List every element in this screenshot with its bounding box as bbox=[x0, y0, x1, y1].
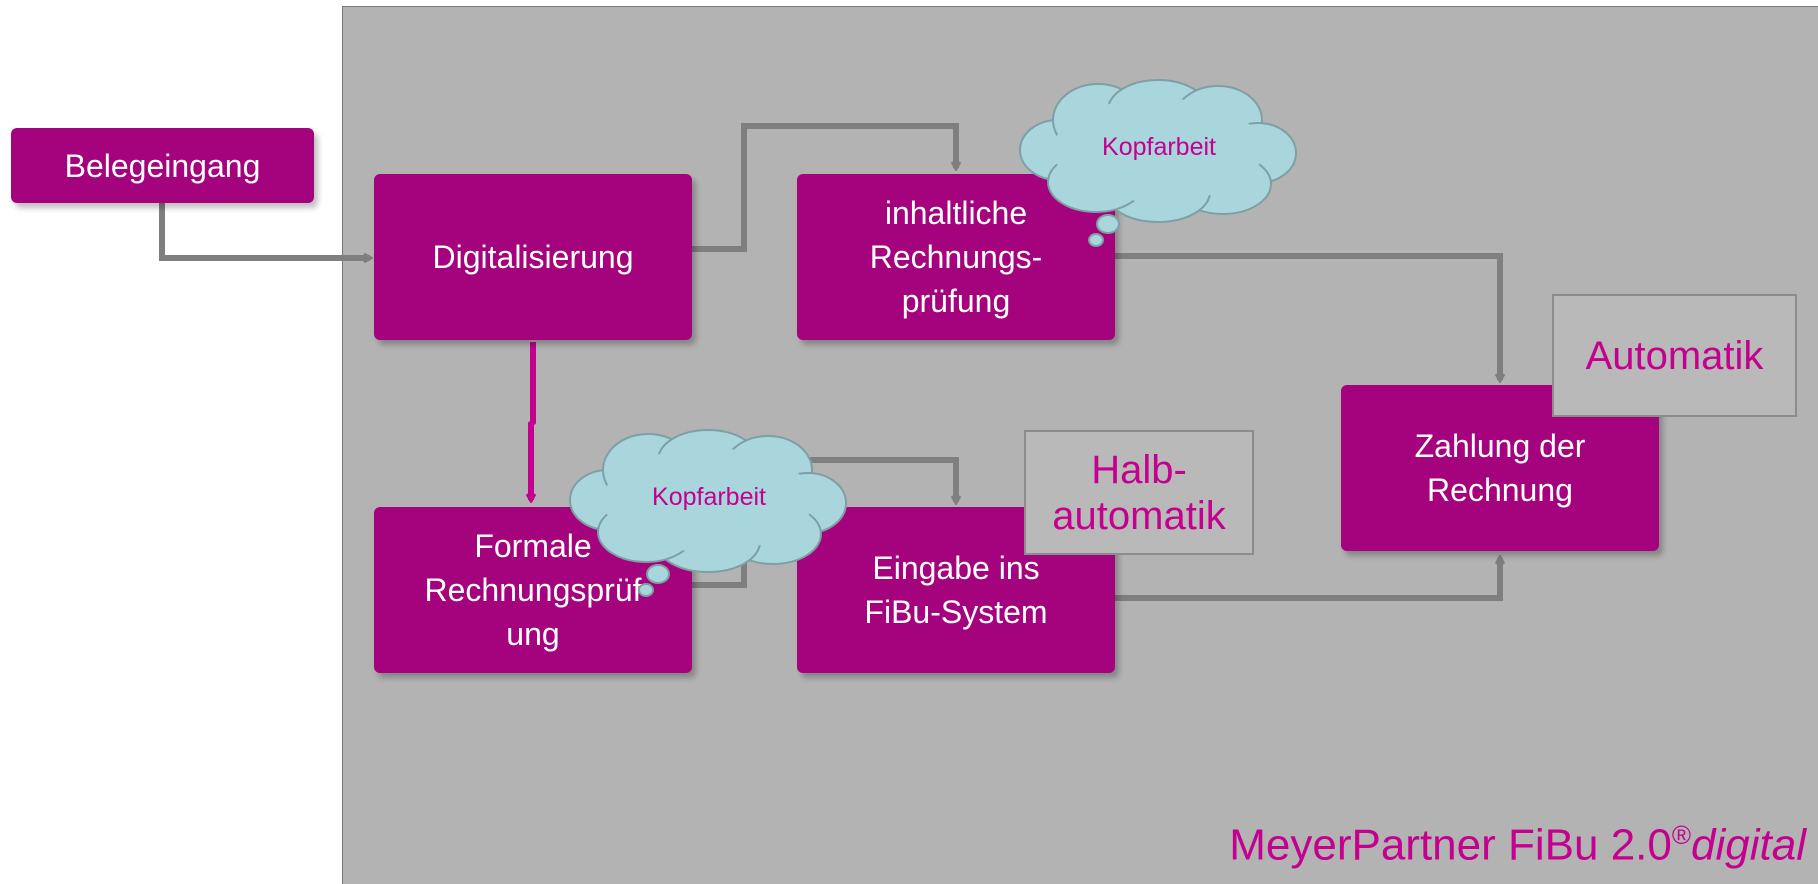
node-eingabe-fibu: Eingabe ins FiBu-System bbox=[797, 507, 1115, 673]
cloud-top-label: Kopfarbeit bbox=[1102, 133, 1216, 161]
edge-belegeingang-digitalisierung bbox=[159, 203, 370, 258]
thought-cloud-bottom: Kopfarbeit bbox=[568, 428, 850, 598]
brand-name: MeyerPartner FiBu 2.0 bbox=[1229, 821, 1672, 870]
tag-halbautomatik-label: Halb- automatik bbox=[1052, 447, 1226, 538]
tag-automatik-label: Automatik bbox=[1585, 333, 1764, 378]
node-inhaltliche-label: inhaltliche Rechnungs- prüfung bbox=[869, 195, 1043, 319]
cloud-shape-top bbox=[1019, 79, 1297, 247]
node-belegeingang: Belegeingang bbox=[11, 128, 314, 203]
node-eingabe-label: Eingabe ins FiBu-System bbox=[864, 550, 1048, 630]
cloud-bottom-label: Kopfarbeit bbox=[652, 483, 766, 511]
edge-digitalisierung-formale bbox=[531, 342, 536, 500]
edge-inhaltliche-zahlung bbox=[1114, 253, 1500, 380]
brand-registered: ® bbox=[1671, 820, 1692, 851]
node-digitalisierung-label: Digitalisierung bbox=[432, 239, 634, 275]
node-formale-label: Formale Rechnungsprüf ung bbox=[424, 528, 642, 652]
tag-automatik: Automatik bbox=[1552, 294, 1797, 417]
thought-cloud-top: Kopfarbeit bbox=[1018, 78, 1300, 248]
cloud-shape-bottom bbox=[569, 429, 847, 597]
brand-suffix: digital bbox=[1691, 821, 1806, 870]
brand-footer: MeyerPartner FiBu 2.0®digital bbox=[1229, 820, 1806, 871]
node-belegeingang-label: Belegeingang bbox=[64, 147, 261, 184]
edge-eingabe-zahlung bbox=[1114, 558, 1500, 601]
node-zahlung-label: Zahlung der Rechnung bbox=[1414, 428, 1586, 508]
tag-halbautomatik: Halb- automatik bbox=[1024, 430, 1254, 555]
edge-digitalisierung-inhaltliche bbox=[692, 123, 956, 252]
node-digitalisierung: Digitalisierung bbox=[374, 174, 692, 340]
